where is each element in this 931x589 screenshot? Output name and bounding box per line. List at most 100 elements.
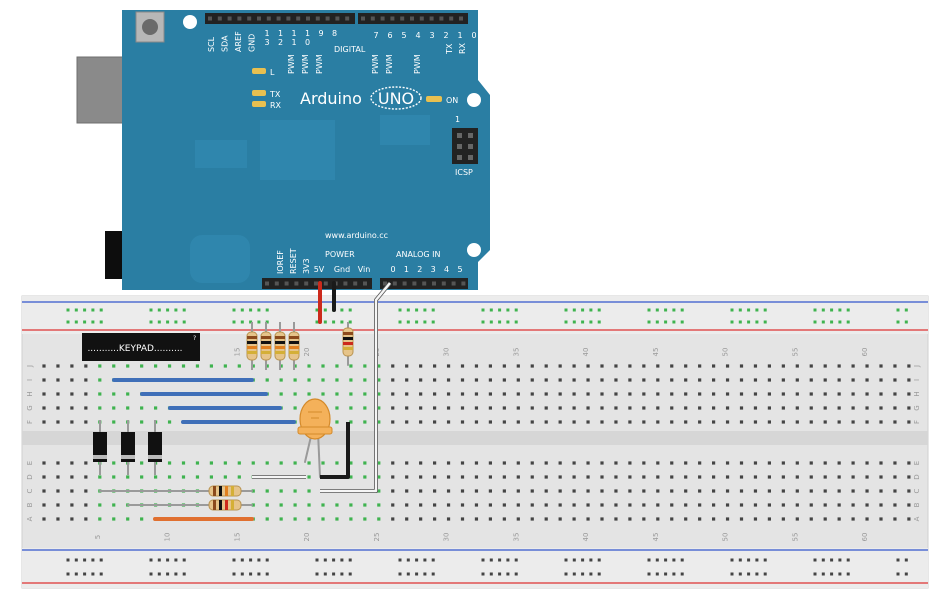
breadboard-hole xyxy=(600,364,604,368)
breadboard-hole xyxy=(656,392,660,396)
rail-hole xyxy=(323,320,327,324)
header-pin xyxy=(449,16,454,21)
breadboard-hole xyxy=(377,406,381,410)
rail-hole xyxy=(597,320,601,324)
rail-hole xyxy=(506,558,510,562)
breadboard-hole xyxy=(698,503,702,507)
rail-hole xyxy=(182,558,186,562)
rail-hole xyxy=(332,572,336,576)
breadboard-hole xyxy=(558,364,562,368)
arduino-brand-label: Arduino xyxy=(300,89,362,108)
header-pin xyxy=(361,16,365,21)
rail-hole xyxy=(249,572,253,576)
diode-band xyxy=(121,455,135,459)
diodes xyxy=(93,420,162,475)
breadboard-hole xyxy=(586,406,590,410)
breadboard-hole xyxy=(405,420,409,424)
breadboard-hole xyxy=(572,489,576,493)
resistor-band xyxy=(289,336,299,339)
rail-hole xyxy=(323,308,327,312)
on-label: ON xyxy=(446,96,458,105)
breadboard-hole xyxy=(223,475,227,479)
breadboard-hole xyxy=(516,517,520,521)
breadboard-hole xyxy=(516,406,520,410)
rail-hole xyxy=(904,572,908,576)
rail-hole xyxy=(564,320,568,324)
rail-hole xyxy=(896,308,900,312)
rx-led xyxy=(252,101,266,107)
breadboard-hole xyxy=(446,378,451,382)
breadboard-hole xyxy=(460,517,465,521)
breadboard-hole xyxy=(753,489,758,493)
breadboard-hole xyxy=(865,378,869,382)
column-number-top: 55 xyxy=(791,348,799,357)
breadboard-hole xyxy=(851,406,855,410)
breadboard-hole xyxy=(516,475,520,479)
breadboard-hole xyxy=(237,461,241,465)
row-letter: I xyxy=(913,379,921,381)
column-number-bottom: 5 xyxy=(94,535,102,539)
breadboard-hole xyxy=(433,392,437,396)
rail-hole xyxy=(91,320,95,324)
breadboard-hole xyxy=(42,461,46,465)
breadboard-hole xyxy=(739,489,744,493)
breadboard-hole xyxy=(907,392,911,396)
breadboard-hole xyxy=(614,420,618,424)
breadboard-hole xyxy=(419,517,423,521)
breadboard-hole xyxy=(656,475,660,479)
resistor-band xyxy=(261,341,271,344)
breadboard-hole xyxy=(572,406,576,410)
header-pin xyxy=(353,281,358,286)
breadboard-hole xyxy=(753,378,758,382)
rail-hole xyxy=(83,308,87,312)
breadboard-hole xyxy=(488,475,492,479)
header-pin xyxy=(439,16,444,21)
breadboard-hole xyxy=(809,392,813,396)
breadboard-hole xyxy=(544,364,548,368)
breadboard-hole xyxy=(781,378,785,382)
rail-hole xyxy=(149,320,153,324)
breadboard-hole xyxy=(279,489,283,493)
breadboard-hole xyxy=(56,406,60,410)
rail-hole xyxy=(315,558,319,562)
resistor-band xyxy=(289,346,299,349)
breadboard-hole xyxy=(265,503,269,507)
breadboard-hole xyxy=(405,475,409,479)
breadboard-hole xyxy=(823,475,827,479)
breadboard-hole xyxy=(335,364,339,368)
rail-hole xyxy=(747,320,751,324)
breadboard-hole xyxy=(70,475,74,479)
column-number-top: 50 xyxy=(722,348,730,357)
breadboard-hole xyxy=(126,517,130,521)
digital-pin-number: 2 xyxy=(278,38,283,47)
breadboard-hole xyxy=(209,475,213,479)
rail-hole xyxy=(572,320,576,324)
digital-pin-number: 0 xyxy=(471,31,476,40)
breadboard-hole xyxy=(558,406,562,410)
breadboard-hole xyxy=(753,392,758,396)
breadboard-hole xyxy=(572,517,576,521)
white-wire-a0 xyxy=(320,282,391,493)
breadboard-hole xyxy=(628,475,632,479)
breadboard-hole xyxy=(558,461,562,465)
breadboard-hole xyxy=(558,489,562,493)
breadboard-hole xyxy=(56,420,60,424)
breadboard-hole xyxy=(684,461,688,465)
breadboard-hole xyxy=(795,406,799,410)
uno-logo-ring xyxy=(370,86,422,110)
rail-hole xyxy=(597,572,601,576)
rail-hole xyxy=(647,320,651,324)
breadboard-hole xyxy=(391,461,395,465)
breadboard-hole xyxy=(795,489,799,493)
rail-hole xyxy=(572,572,576,576)
rail-hole xyxy=(821,308,825,312)
rail-hole xyxy=(830,572,834,576)
breadboard-hole xyxy=(516,461,520,465)
rail-hole xyxy=(481,558,485,562)
rail-hole xyxy=(498,320,502,324)
breadboard-hole xyxy=(809,406,813,410)
breadboard-hole xyxy=(614,489,618,493)
l-led xyxy=(252,68,266,74)
breadboard-hole xyxy=(154,364,158,368)
digital-pin-number: 1 xyxy=(457,31,462,40)
